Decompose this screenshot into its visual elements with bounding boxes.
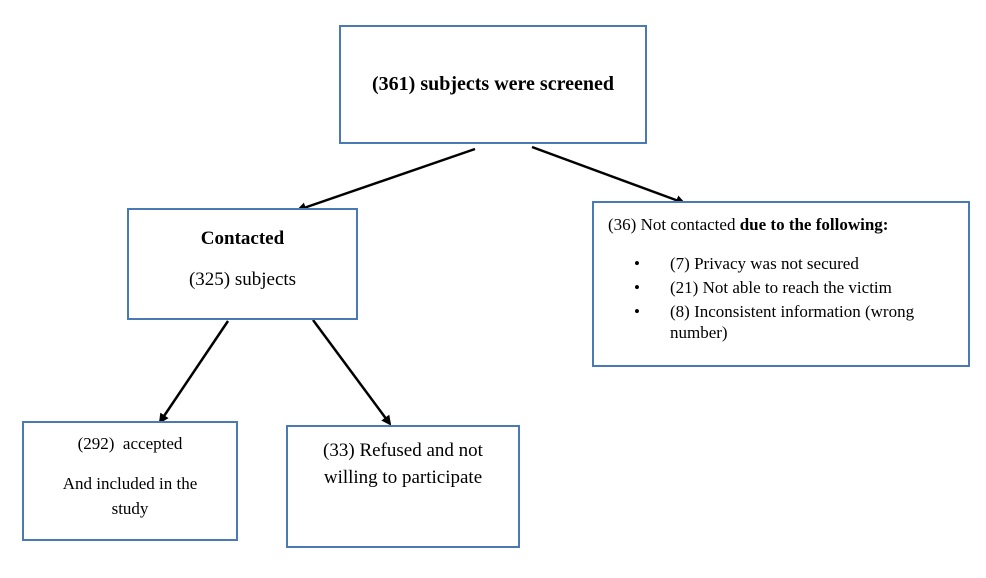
accepted-description: And included in the study xyxy=(62,474,198,518)
reason-text: (7) Privacy was not secured xyxy=(670,254,859,273)
reason-text: (21) Not able to reach the victim xyxy=(670,278,892,297)
accepted-count: (292) accepted xyxy=(77,434,183,453)
contacted-count: (325) subjects xyxy=(188,269,297,290)
list-item: • (7) Privacy was not secured xyxy=(634,253,954,274)
accepted-box: (292) accepted And included in the study xyxy=(22,421,238,541)
not-contacted-box: (36) Not contacted due to the following:… xyxy=(592,201,970,367)
screened-text: (361) subjects were screened xyxy=(372,73,614,95)
arrow-contacted-to-accepted xyxy=(158,320,230,424)
not-contacted-heading: (36) Not contacted due to the following: xyxy=(608,215,888,235)
bullet-icon: • xyxy=(634,254,640,273)
contacted-box: Contacted (325) subjects xyxy=(127,208,358,320)
bullet-icon: • xyxy=(634,302,640,321)
contacted-title: Contacted xyxy=(200,228,285,249)
not-contacted-heading-bold: due to the following: xyxy=(739,215,889,234)
reason-text: (8) Inconsistent information (wrong numb… xyxy=(670,302,915,342)
list-item: • (8) Inconsistent information (wrong num… xyxy=(634,301,954,343)
bullet-icon: • xyxy=(634,278,640,297)
not-contacted-reasons-list: • (7) Privacy was not secured • (21) Not a… xyxy=(634,253,954,346)
arrow-contacted-to-refused xyxy=(311,319,392,426)
list-item: • (21) Not able to reach the victim xyxy=(634,277,954,298)
arrow-screened-to-contacted xyxy=(296,147,476,213)
arrow-screened-to-not-contacted xyxy=(531,145,686,205)
screened-box: (361) subjects were screened xyxy=(339,25,647,144)
refused-box: (33) Refused and not willing to particip… xyxy=(286,425,520,548)
refused-text: (33) Refused and not willing to particip… xyxy=(323,440,483,488)
not-contacted-heading-prefix: (36) Not contacted xyxy=(608,215,740,234)
